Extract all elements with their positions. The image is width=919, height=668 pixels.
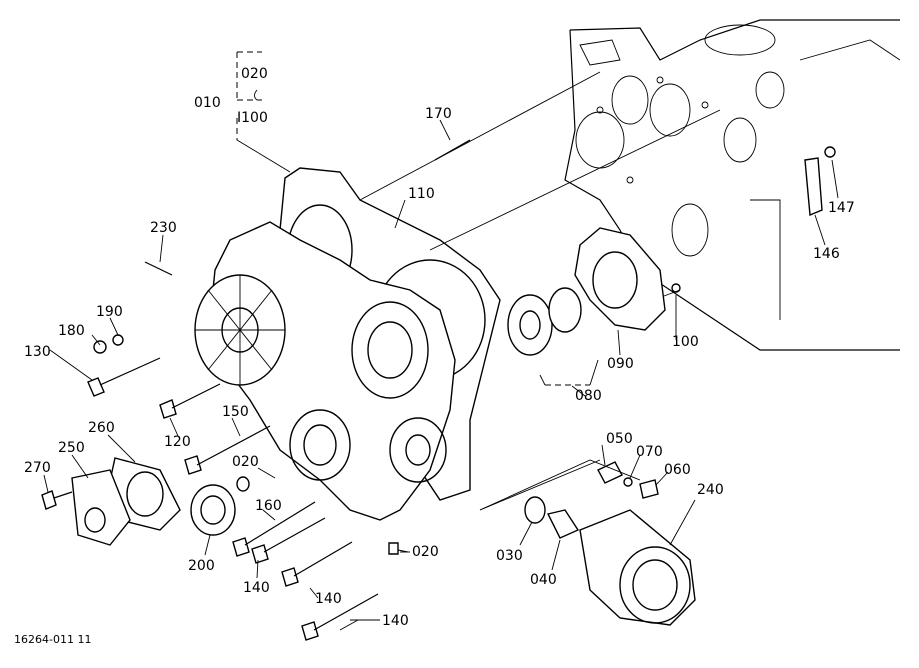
label-240: 240 — [697, 482, 724, 498]
bolts — [87, 139, 681, 641]
label-140b: 140 — [315, 591, 342, 607]
callout-labels: 010 020 I100 170 110 230 190 180 130 120… — [14, 66, 855, 646]
label-140c: 140 — [382, 613, 409, 629]
oil-filter-group — [479, 459, 696, 626]
label-147: 147 — [828, 200, 855, 216]
label-180: 180 — [58, 323, 85, 339]
figure-code: 16264-011 11 — [14, 633, 91, 646]
label-190: 190 — [96, 304, 123, 320]
label-260: 260 — [88, 420, 115, 436]
label-140a: 140 — [243, 580, 270, 596]
label-040: 040 — [530, 572, 557, 588]
label-050: 050 — [606, 431, 633, 447]
label-060: 060 — [664, 462, 691, 478]
label-170: 170 — [425, 106, 452, 122]
label-100: 100 — [672, 334, 699, 350]
engine-block — [564, 19, 901, 351]
label-230: 230 — [150, 220, 177, 236]
label-i100: I100 — [237, 110, 268, 126]
oil-pump-cover-090 — [574, 227, 666, 331]
water-flange-group — [41, 457, 250, 546]
kit-bracket-080 — [539, 359, 599, 386]
label-070: 070 — [636, 444, 663, 460]
front-cover-grille — [194, 274, 286, 386]
oil-pump-080 — [507, 287, 582, 356]
label-leaders — [43, 119, 839, 631]
label-020b: 020 — [232, 454, 259, 470]
kit-bracket-010 — [236, 51, 291, 173]
label-090: 090 — [607, 356, 634, 372]
label-110: 110 — [408, 186, 435, 202]
label-150: 150 — [222, 404, 249, 420]
label-020a: 020 — [241, 66, 268, 82]
label-130: 130 — [24, 344, 51, 360]
label-030: 030 — [496, 548, 523, 564]
label-270: 270 — [24, 460, 51, 476]
label-120: 120 — [164, 434, 191, 450]
label-010: 010 — [194, 95, 221, 111]
label-250: 250 — [58, 440, 85, 456]
bracket-146 — [804, 146, 836, 217]
label-200: 200 — [188, 558, 215, 574]
leader-lines — [359, 71, 721, 511]
label-160: 160 — [255, 498, 282, 514]
label-080: 080 — [575, 388, 602, 404]
label-146: 146 — [813, 246, 840, 262]
label-020c: 020 — [412, 544, 439, 560]
